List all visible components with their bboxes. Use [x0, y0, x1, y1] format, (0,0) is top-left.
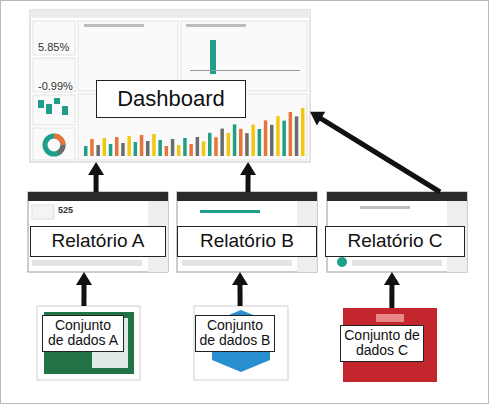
dataset-node: Conjunto de dados B [194, 306, 288, 380]
arrow-connector [240, 162, 256, 192]
dataset-node: Conjunto de dados A [37, 306, 140, 380]
database-icon [194, 306, 288, 380]
node-label: Relatório A [30, 226, 166, 257]
report-node: Relatório A [28, 192, 168, 272]
screenshot-value: 5.85% [38, 41, 69, 53]
node-label: Conjunto de dados C [340, 325, 424, 362]
node-label: Relatório C [325, 226, 465, 257]
arrow-connector [88, 162, 104, 192]
report-node: Relatório B [177, 192, 317, 272]
arrow-connector [232, 272, 248, 306]
screenshot-value: 525 [58, 205, 73, 215]
node-label: Conjunto de dados B [195, 315, 275, 352]
screenshot-value: -0.99% [38, 80, 73, 92]
node-label: Conjunto de dados A [42, 315, 124, 352]
node-label: Relatório B [177, 226, 317, 257]
arrow-connector [384, 272, 400, 308]
report-node: Relatório C [327, 192, 467, 272]
arrow-connector [310, 112, 440, 192]
node-label: Dashboard [96, 80, 246, 118]
report-screenshot [28, 192, 168, 272]
excel-icon [37, 306, 140, 380]
report-screenshot [177, 192, 317, 272]
dashboard-screenshot [30, 10, 310, 162]
arrow-connector [76, 272, 92, 306]
dataset-node: Conjunto de dados C [343, 308, 437, 382]
